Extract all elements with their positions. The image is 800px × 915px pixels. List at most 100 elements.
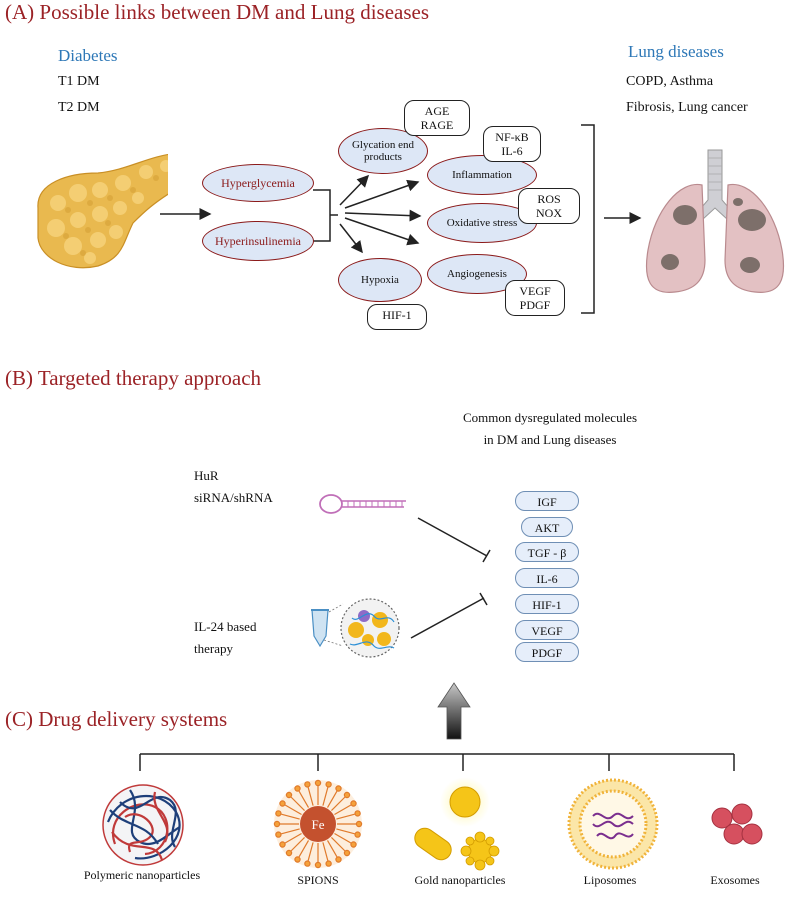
spion-fe-label: Fe [312, 817, 325, 832]
spion-ligand [284, 832, 302, 844]
spion-ligand-head [314, 861, 322, 869]
spion-ligand [284, 804, 302, 816]
arrow-to-oxidative [344, 209, 422, 222]
marker-box-angiogenesis: VEGF PDGF [505, 280, 565, 316]
arrow-to-angiogenesis [344, 217, 420, 246]
marker-nox: NOX [536, 206, 562, 220]
spion-ligand [298, 790, 310, 808]
spion-ligand [281, 828, 300, 835]
molecule-il6: IL-6 [515, 568, 579, 588]
spion-ligand-head [294, 785, 301, 792]
gold-nanoparticles-icon [414, 777, 500, 871]
dds-label-liposomes: Liposomes [583, 873, 637, 887]
spion-ligand-head [304, 860, 311, 867]
spion-ligand-head [354, 810, 361, 817]
spion-ligand-head [343, 849, 351, 857]
diabetes-type-1: T1 DM [58, 74, 100, 89]
spion-ligand-head [279, 800, 286, 807]
hur-label-line-2: siRNA/shRNA [194, 490, 273, 505]
spion-ligand-head [294, 856, 301, 863]
hypoxia-node: Hypoxia [338, 258, 422, 302]
spion-ligand-head [285, 849, 293, 857]
spion-ligand [298, 840, 310, 858]
inflammation-node: Inflammation [427, 155, 537, 195]
dds-label-exosomes: Exosomes [710, 873, 760, 887]
marker-age: AGE [424, 104, 450, 118]
spion-ligand [322, 842, 329, 861]
dds-label-gold: Gold nanoparticles [414, 873, 506, 887]
dds-label-polymeric: Polymeric nanoparticles [83, 868, 201, 882]
spion-ligand-head [354, 831, 361, 838]
diabetes-type-2: T2 DM [58, 100, 100, 115]
spion-ligand-head [335, 785, 342, 792]
marker-hif1: HIF-1 [382, 308, 412, 322]
pancreas-illustration [37, 153, 168, 269]
marker-vegf: VEGF [519, 284, 551, 298]
hyperinsulinemia-node: Hyperinsulinemia [202, 221, 314, 261]
il24-label-line-1: IL-24 based [194, 619, 257, 634]
marker-box-oxidative: ROS NOX [518, 188, 580, 224]
spion-ligand-head [343, 791, 351, 799]
arrow-to-inflammation [344, 179, 420, 209]
spion-ligand [334, 804, 352, 816]
spion-ligand [334, 832, 352, 844]
spion-ligand-head [325, 781, 332, 788]
spion-ligand [307, 787, 314, 806]
inhibit-bar-hur [482, 549, 491, 563]
liposome-icon [567, 778, 659, 870]
spion-ligand [326, 790, 338, 808]
il24-label: IL-24 based therapy [194, 616, 256, 660]
arrow-to-glycation [339, 174, 370, 206]
exosomes-icon [711, 803, 763, 845]
spion-ligand-head [273, 820, 281, 828]
molecule-vegf: VEGF [515, 620, 579, 640]
spion-ligand-head [350, 841, 357, 848]
mechanisms-bracket [581, 124, 595, 314]
marker-ros: ROS [537, 192, 561, 206]
panel-a-title: (A) Possible links between DM and Lung d… [5, 0, 430, 24]
molecule-igf: IGF [515, 491, 579, 511]
spion-icon: Fe [273, 779, 363, 869]
sirna-hairpin-icon [319, 494, 406, 514]
molecule-akt: AKT [521, 517, 573, 537]
arrow-to-hypoxia [339, 223, 363, 254]
marker-box-hypoxia: HIF-1 [367, 304, 427, 330]
molecule-pdgf: PDGF [515, 642, 579, 662]
marker-il6: IL-6 [501, 144, 523, 158]
up-arrow-drug-delivery [437, 682, 471, 740]
panel-b-title: (B) Targeted therapy approach [5, 366, 262, 390]
panel-c-title: (C) Drug delivery systems [5, 707, 228, 731]
spion-ligand-head [325, 860, 332, 867]
spion-ligand-head [285, 791, 293, 799]
spion-ligand [307, 842, 314, 861]
spion-ligand-head [275, 831, 282, 838]
common-molecules-heading: Common dysregulated molecules in DM and … [450, 410, 650, 448]
spion-ligand [290, 796, 305, 811]
spion-ligand-head [355, 820, 363, 828]
spion-ligand [281, 813, 300, 820]
inhibit-line-il24 [410, 597, 485, 639]
dds-label-spions: SPIONS [297, 873, 339, 887]
inhibit-bar-il24 [479, 592, 488, 606]
lungs-illustration [645, 149, 785, 293]
spion-ligand-head [314, 779, 322, 787]
spion-ligand-head [350, 800, 357, 807]
il24-therapy-illustration [311, 598, 400, 658]
spion-ligand [322, 787, 329, 806]
conditions-bracket [313, 189, 338, 242]
marker-pdgf: PDGF [519, 298, 551, 312]
spion-ligand-head [279, 841, 286, 848]
lung-disease-line-1: COPD, Asthma [626, 74, 714, 89]
spion-ligand [290, 837, 305, 852]
il24-label-line-2: therapy [194, 641, 233, 656]
spion-ligand [336, 828, 355, 835]
spion-ligand-head [275, 810, 282, 817]
spion-ligand-head [304, 781, 311, 788]
marker-rage: RAGE [420, 118, 454, 132]
hyperglycemia-node: Hyperglycemia [202, 164, 314, 202]
lung-disease-line-2: Fibrosis, Lung cancer [626, 100, 748, 115]
molecule-hif1: HIF-1 [515, 594, 579, 614]
diabetes-heading: Diabetes [58, 46, 118, 65]
spion-ligand [326, 840, 338, 858]
